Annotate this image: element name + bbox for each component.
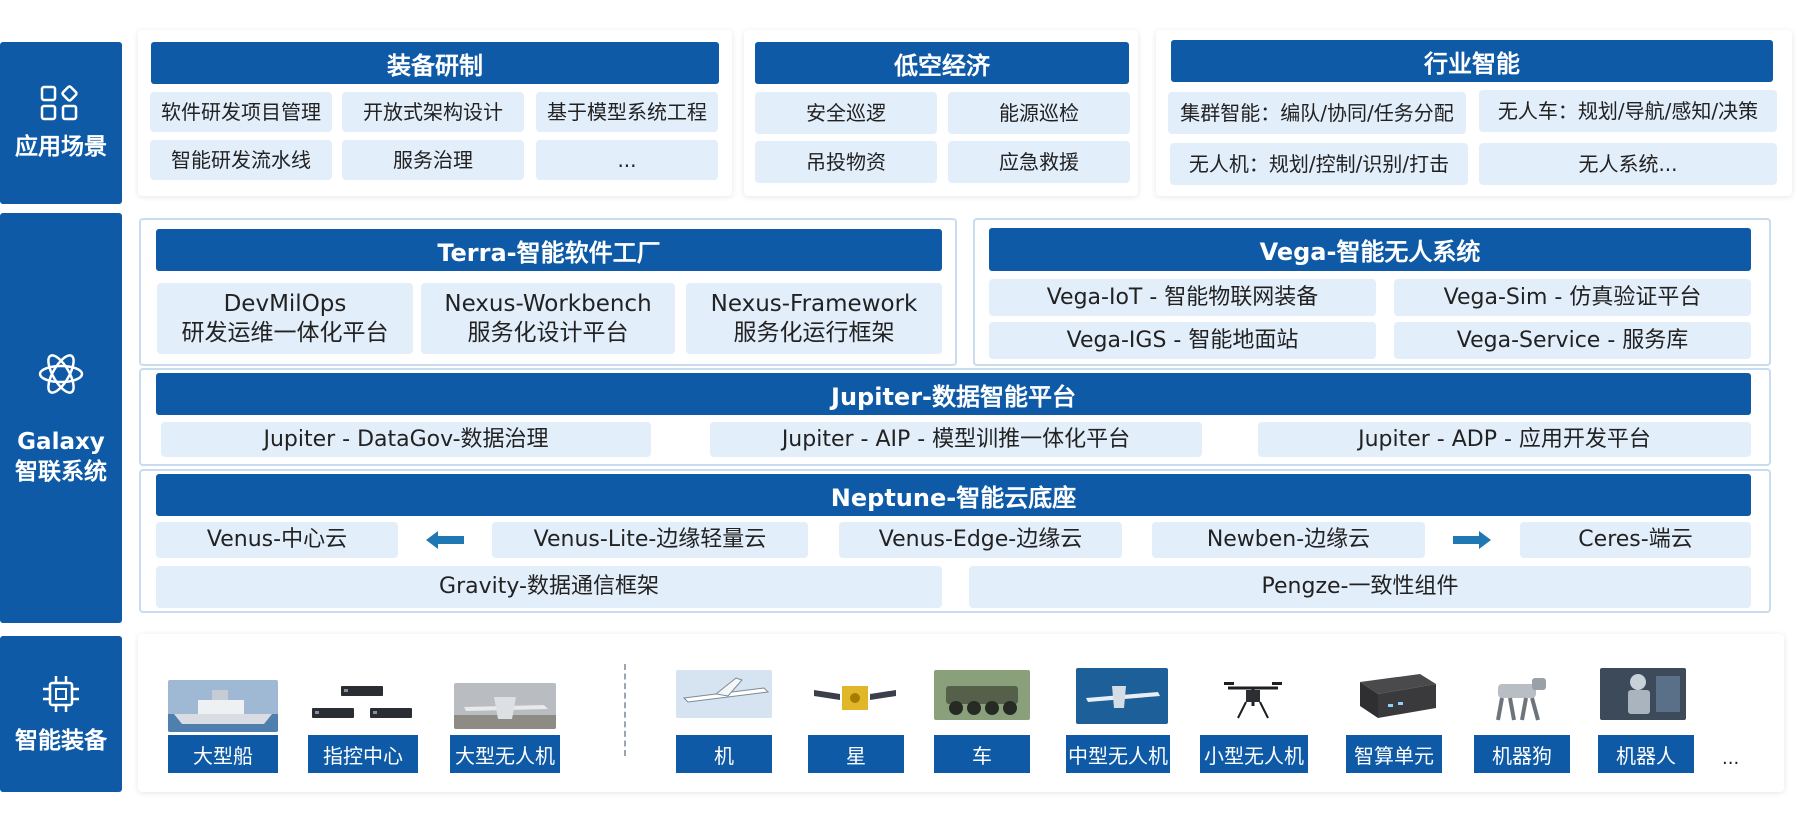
arrow-right-icon — [1453, 531, 1491, 553]
vega-item: Vega-Service - 服务库 — [1394, 322, 1751, 359]
ship-image — [168, 680, 278, 732]
app-equip-dev-item: ... — [536, 140, 718, 180]
vega-item: Vega-IGS - 智能地面站 — [989, 322, 1376, 359]
side-label-galaxy: Galaxy 智联系统 — [15, 427, 107, 487]
app-industry-item: 无人系统... — [1479, 143, 1777, 185]
app-industry-item: 无人机：规划/控制/识别/打击 — [1170, 143, 1468, 185]
hdr-terra: Terra-智能软件工厂 — [156, 229, 942, 271]
side-application-scenarios: 应用场景 — [0, 42, 122, 204]
jupiter-item: Jupiter - DataGov-数据治理 — [161, 422, 651, 457]
vehicle-image — [934, 670, 1030, 720]
neptune-venus-lite: Venus-Lite-边缘轻量云 — [492, 522, 808, 558]
app-equip-dev-item: 软件研发项目管理 — [150, 92, 332, 132]
neptune-venus-center: Venus-中心云 — [156, 522, 398, 558]
small-drone-image — [1222, 676, 1284, 722]
equip-label: 中型无人机 — [1066, 735, 1170, 773]
medium-drone-image — [1076, 668, 1168, 724]
terra-item-name: Nexus-Framework — [710, 290, 918, 317]
neptune-gravity: Gravity-数据通信框架 — [156, 566, 942, 608]
equip-label: 机器人 — [1598, 735, 1694, 773]
galaxy-line-2: 智联系统 — [15, 459, 107, 485]
side-galaxy: Galaxy 智联系统 — [0, 213, 122, 623]
equip-label: 星 — [808, 735, 904, 773]
side-label-equip: 智能装备 — [15, 728, 107, 754]
neptune-pengze: Pengze-一致性组件 — [969, 566, 1751, 608]
equip-label: 指控中心 — [308, 735, 418, 773]
side-smart-equipment: 智能装备 — [0, 636, 122, 792]
hdr-jupiter: Jupiter-数据智能平台 — [156, 373, 1751, 415]
equip-label: 车 — [934, 735, 1030, 773]
terra-item-desc: 服务化设计平台 — [467, 319, 629, 346]
app-low-alt-item: 吊投物资 — [755, 141, 937, 183]
neptune-ceres: Ceres-端云 — [1520, 522, 1751, 558]
jupiter-item: Jupiter - ADP - 应用开发平台 — [1258, 422, 1751, 457]
jupiter-item: Jupiter - AIP - 模型训推一体化平台 — [710, 422, 1202, 457]
equip-label: 大型船 — [168, 735, 278, 773]
equip-label: 智算单元 — [1346, 735, 1442, 773]
large-drone-image — [454, 683, 556, 729]
hdr-vega: Vega-智能无人系统 — [989, 228, 1751, 271]
app-low-alt-item: 应急救援 — [948, 141, 1130, 183]
app-equip-dev-item: 服务治理 — [342, 140, 524, 180]
galaxy-line-1: Galaxy — [17, 429, 105, 455]
vega-item: Vega-Sim - 仿真验证平台 — [1394, 279, 1751, 316]
app-equip-dev-item: 开放式架构设计 — [342, 92, 524, 132]
command-center-image — [306, 684, 418, 726]
terra-item-name: DevMilOps — [223, 290, 347, 317]
robot-image — [1600, 668, 1686, 720]
neptune-newben: Newben-边缘云 — [1152, 522, 1425, 558]
side-label-app: 应用场景 — [15, 134, 107, 160]
equip-label: 小型无人机 — [1200, 735, 1308, 773]
terra-item: DevMilOps 研发运维一体化平台 — [157, 283, 413, 354]
equip-label: 机器狗 — [1474, 735, 1570, 773]
satellite-image — [812, 670, 898, 724]
hdr-industry: 行业智能 — [1171, 40, 1773, 82]
plane-image — [676, 670, 772, 718]
hdr-neptune: Neptune-智能云底座 — [156, 474, 1751, 516]
terra-item-desc: 研发运维一体化平台 — [181, 319, 389, 346]
terra-item-name: Nexus-Workbench — [444, 290, 652, 317]
vega-item: Vega-IoT - 智能物联网装备 — [989, 279, 1376, 316]
terra-item: Nexus-Workbench 服务化设计平台 — [421, 283, 675, 354]
hdr-equip-dev: 装备研制 — [151, 42, 719, 84]
app-industry-item: 无人车：规划/导航/感知/决策 — [1479, 90, 1777, 132]
divider — [624, 664, 626, 756]
hdr-low-altitude: 低空经济 — [755, 42, 1129, 84]
apps-grid-icon — [39, 84, 83, 122]
terra-item: Nexus-Framework 服务化运行框架 — [686, 283, 942, 354]
neptune-venus-edge: Venus-Edge-边缘云 — [839, 522, 1122, 558]
app-low-alt-item: 安全巡逻 — [755, 92, 937, 134]
app-low-alt-item: 能源巡检 — [948, 92, 1130, 134]
equip-label: 机 — [676, 735, 772, 773]
more-ellipsis: ... — [1722, 748, 1740, 769]
terra-item-desc: 服务化运行框架 — [733, 319, 895, 346]
app-equip-dev-item: 智能研发流水线 — [150, 140, 332, 180]
app-equip-dev-item: 基于模型系统工程 — [536, 92, 718, 132]
robot-dog-image — [1486, 668, 1552, 724]
arrow-left-icon — [426, 531, 464, 553]
app-industry-item: 集群智能：编队/协同/任务分配 — [1168, 92, 1466, 134]
atom-icon — [36, 349, 86, 399]
compute-unit-image — [1350, 668, 1442, 724]
chip-icon — [39, 672, 83, 716]
equip-label: 大型无人机 — [450, 735, 560, 773]
